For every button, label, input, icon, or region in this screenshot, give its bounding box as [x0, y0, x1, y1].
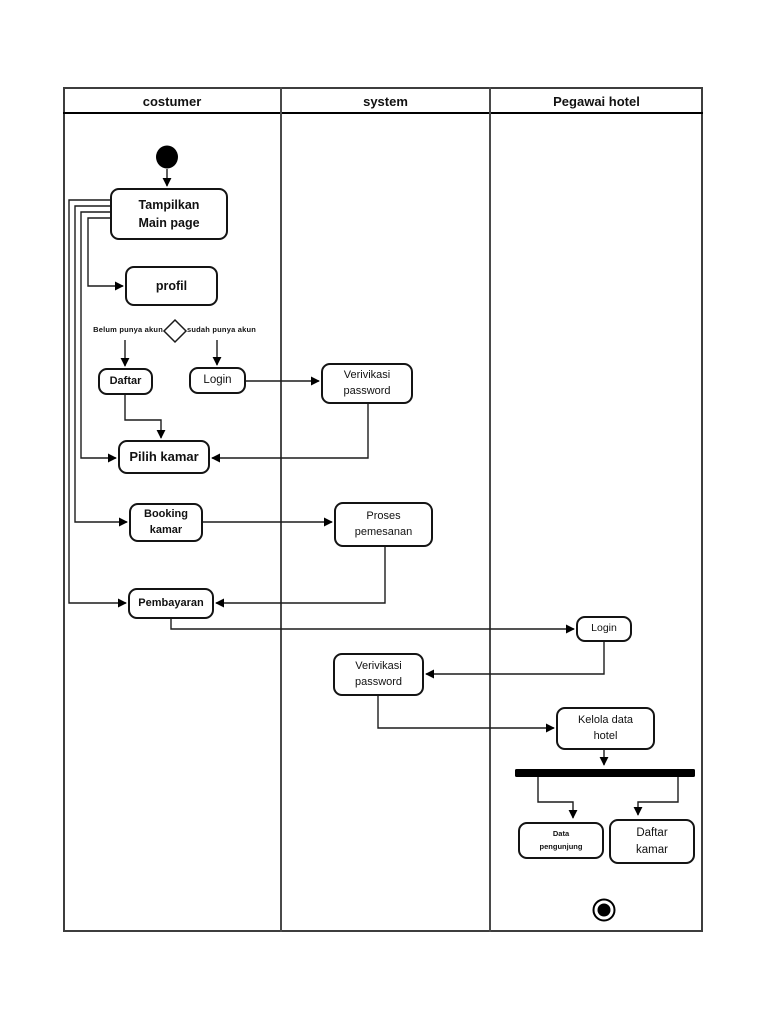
activity-profil: profil [125, 266, 218, 306]
activity-daftar-kamar: Daftar kamar [609, 819, 695, 864]
activity-login-costumer: Login [189, 367, 246, 394]
start-node [156, 145, 178, 169]
edge-fork-to-daftar-kamar [633, 777, 679, 816]
decision-diamond [162, 318, 188, 344]
activity-verivikasi-password-2: Verivikasi password [333, 653, 424, 696]
edge-proses-to-pembayaran [215, 547, 386, 608]
edge-tampilkan-to-booking-kamar [74, 205, 128, 527]
edge-tampilkan-to-pembayaran [68, 199, 127, 608]
fork-bar [515, 769, 695, 777]
activity-kelola-data-hotel: Kelola data hotel [556, 707, 655, 750]
swimlane-frame [63, 87, 703, 932]
end-node [592, 898, 616, 922]
activity-tampilkan-main-page: Tampilkan Main page [110, 188, 228, 240]
activity-pembayaran: Pembayaran [128, 588, 214, 619]
activity-login-pegawai: Login [576, 616, 632, 642]
lane-header-costumer: costumer [142, 93, 202, 109]
edge-tampilkan-to-pilih-kamar [80, 211, 117, 463]
activity-daftar: Daftar [98, 368, 153, 395]
lane-divider-2 [489, 87, 491, 932]
activity-proses-pemesanan: Proses pemesanan [334, 502, 433, 547]
swimlane-header-row [63, 87, 703, 114]
edge-fork-to-data-pengunjung [537, 777, 578, 819]
edge-daftar-to-pilih-kamar [124, 395, 166, 439]
activity-data-pengunjung: Data pengunjung [518, 822, 604, 859]
edge-verivikasi2-to-kelola [377, 696, 555, 733]
activity-booking-kamar: Booking kamar [129, 503, 203, 542]
activity-pilih-kamar: Pilih kamar [118, 440, 210, 474]
guard-label-belum-punya-akun: Belum punya akun [93, 325, 163, 334]
guard-label-sudah-punya-akun: sudah punya akun [187, 325, 257, 334]
edge-login-pegawai-to-verivikasi2 [425, 642, 605, 679]
lane-header-system: system [363, 93, 408, 109]
lane-header-pegawai-hotel: Pegawai hotel [553, 93, 640, 109]
activity-verivikasi-password-1: Verivikasi password [321, 363, 413, 404]
edge-verivikasi-to-pilih-kamar [211, 404, 369, 463]
lane-divider-1 [280, 87, 282, 932]
edge-pembayaran-to-login-pegawai [170, 619, 575, 634]
edge-tampilkan-to-profil [87, 217, 124, 291]
